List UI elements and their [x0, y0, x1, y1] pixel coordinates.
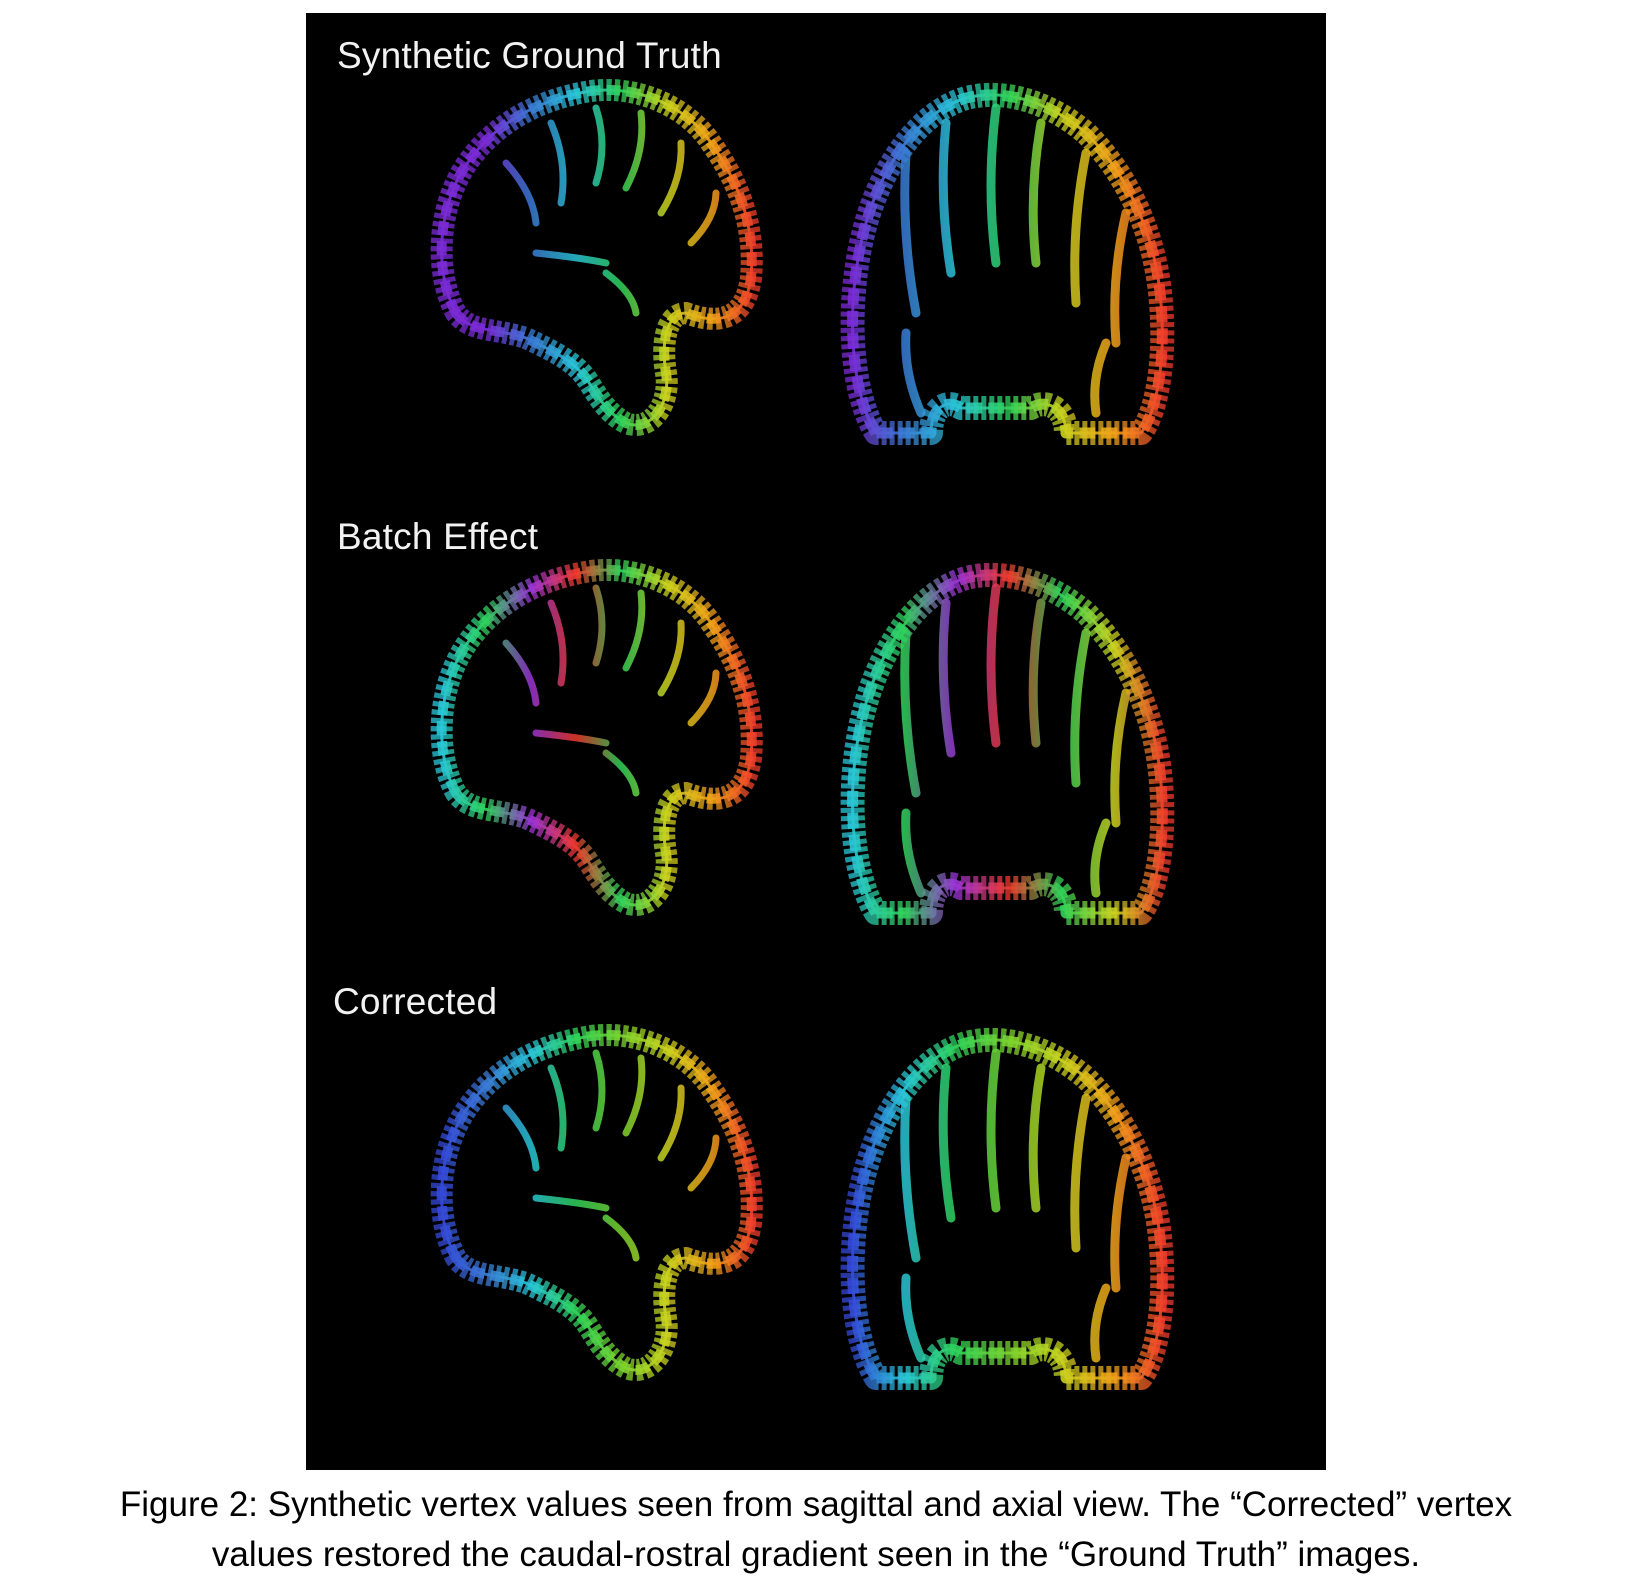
axial-fold — [1090, 1283, 1111, 1363]
sagittal-sulcus — [622, 589, 646, 672]
axial-view-corrected — [840, 1028, 1175, 1390]
figure-image-panel: Synthetic Ground Truth Batch Effect Corr… — [306, 13, 1326, 1470]
sagittal-sulcus — [502, 159, 540, 227]
row-label-batch-effect: Batch Effect — [337, 516, 539, 557]
sagittal-sulcus — [547, 119, 567, 207]
sagittal-sulcus — [687, 1134, 720, 1192]
axial-fold — [1110, 208, 1131, 348]
axial-fold — [1110, 688, 1131, 828]
sagittal-sulcus — [657, 619, 685, 697]
sagittal-sulcus — [592, 1049, 606, 1132]
axial-fold — [900, 1093, 921, 1263]
axial-fold — [1110, 1153, 1131, 1293]
sagittal-sulcus — [547, 599, 567, 687]
sagittal-sulcus — [532, 1194, 610, 1212]
sagittal-sulcus — [592, 584, 606, 667]
brain-row-ground-truth — [430, 79, 1175, 445]
sagittal-sulcus — [687, 669, 720, 727]
row-label-ground-truth: Synthetic Ground Truth — [337, 35, 722, 76]
axial-fold — [901, 328, 926, 418]
caption-line-1: Figure 2: Synthetic vertex values seen f… — [119, 1485, 1513, 1524]
axial-fold — [1070, 148, 1091, 308]
brain-renderings — [430, 79, 1175, 1390]
axial-fold — [986, 1048, 1001, 1213]
axial-fold — [1028, 1063, 1046, 1213]
sagittal-sulcus — [532, 729, 610, 747]
sagittal-sulcus — [592, 104, 606, 187]
figure-caption: Figure 2: Synthetic vertex values seen f… — [0, 1480, 1632, 1580]
axial-view-batch-effect — [840, 563, 1175, 925]
sagittal-sulcus — [532, 249, 610, 267]
brain-row-corrected — [430, 1024, 1175, 1390]
axial-fold — [900, 148, 921, 318]
axial-fold — [1090, 338, 1111, 418]
sagittal-sulcus — [602, 269, 640, 317]
sagittal-sulcus — [602, 749, 640, 797]
sagittal-sulcus — [622, 1054, 646, 1137]
sagittal-sulcus — [502, 1104, 540, 1172]
axial-fold — [901, 808, 926, 898]
sagittal-sulcus — [602, 1214, 640, 1262]
axial-fold — [986, 103, 1001, 268]
sagittal-sulcus — [547, 1064, 567, 1152]
sagittal-sulcus — [622, 109, 646, 192]
row-label-corrected: Corrected — [333, 981, 498, 1022]
sagittal-view-ground-truth — [430, 79, 763, 436]
axial-fold — [1090, 818, 1111, 898]
axial-fold — [1028, 598, 1046, 748]
axial-fold — [1070, 1093, 1091, 1253]
brain-row-batch-effect — [430, 559, 1175, 925]
axial-fold — [938, 1063, 956, 1223]
axial-fold — [901, 1273, 926, 1363]
sagittal-sulcus — [657, 1084, 685, 1162]
sagittal-sulcus — [687, 189, 720, 247]
axial-fold — [900, 628, 921, 798]
sagittal-view-batch-effect — [430, 559, 763, 916]
axial-fold — [938, 118, 956, 278]
axial-fold — [1028, 118, 1046, 268]
sagittal-sulcus — [657, 139, 685, 217]
sagittal-sulcus — [502, 639, 540, 707]
axial-fold — [986, 583, 1001, 748]
axial-fold — [938, 598, 956, 758]
axial-fold — [1070, 628, 1091, 788]
caption-line-2: values restored the caudal-rostral gradi… — [211, 1535, 1421, 1574]
axial-view-ground-truth — [840, 83, 1175, 445]
sagittal-view-corrected — [430, 1024, 763, 1381]
